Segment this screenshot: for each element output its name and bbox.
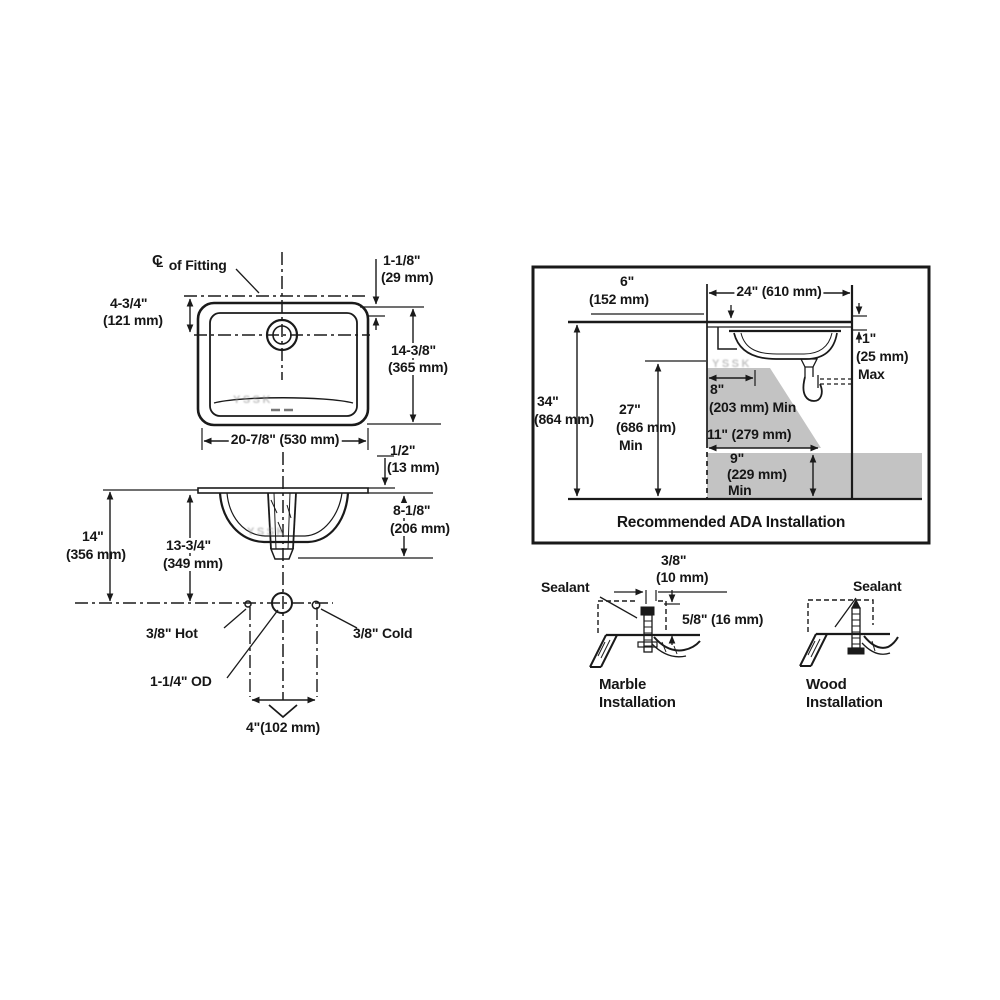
wood-sealant-label: Sealant: [853, 578, 902, 594]
wood-caption-line2: Installation: [806, 694, 883, 711]
dim-drain-depth-mm: (349 mm): [161, 555, 225, 571]
ada-dim-34-mm: (864 mm): [534, 411, 594, 427]
ada-dim-34-in: 34": [537, 393, 559, 409]
ada-dim-1-note: Max: [858, 366, 885, 382]
ada-dim-8-mm: (203 mm) Min: [709, 399, 797, 415]
marble-detail-drawing: [589, 588, 727, 668]
watermark: YSSK: [712, 358, 752, 370]
ada-dim-27-in: 27": [619, 401, 641, 417]
wood-detail-drawing: [799, 597, 899, 667]
dim-bowl-depth-in: 8-1/8": [391, 502, 433, 518]
dim-fitting-offset-mm: (121 mm): [103, 312, 163, 328]
dim-drain-depth-in: 13-3/4": [164, 537, 213, 553]
plan-view-drawing: [184, 252, 441, 450]
watermark: YSSK: [247, 526, 287, 538]
ada-dim-8-in: 8": [710, 381, 725, 397]
dim-width: 20-7/8" (530 mm): [228, 431, 342, 447]
marble-dim-38-in: 3/8": [661, 552, 687, 568]
wood-caption-line1: Wood: [806, 676, 847, 693]
marble-dim-38-mm: (10 mm): [656, 569, 709, 585]
cold-supply-label: 3/8" Cold: [353, 625, 413, 641]
marble-caption-line1: Marble: [599, 676, 647, 693]
dim-depth-mm: (365 mm): [386, 359, 450, 375]
ada-dim-1-mm: (25 mm): [856, 348, 909, 364]
dim-height-in: 14": [82, 528, 104, 544]
ada-dim-9-note: Min: [728, 482, 752, 498]
ada-dim-9-mm: (229 mm): [727, 466, 787, 482]
ada-dim-9-in: 9": [730, 450, 745, 466]
dim-rim-mm: (29 mm): [381, 269, 434, 285]
drain-od-label: 1-1/4" OD: [150, 673, 212, 689]
ada-dim-11: 11" (279 mm): [707, 426, 792, 442]
dim-fitting-offset-in: 4-3/4": [110, 295, 148, 311]
dim-supply-spread: 4"(102 mm): [246, 719, 320, 735]
dim-height-mm: (356 mm): [66, 546, 126, 562]
dim-reveal-in: 1/2": [390, 442, 416, 458]
dim-reveal-mm: (13 mm): [387, 459, 440, 475]
ada-title: Recommended ADA Installation: [616, 514, 846, 531]
dim-rim-in: 1-1/8": [383, 252, 421, 268]
ada-diagram: [531, 265, 931, 545]
marble-sealant-label: Sealant: [541, 579, 590, 595]
marble-caption-line2: Installation: [599, 694, 676, 711]
dim-bowl-depth-mm: (206 mm): [388, 520, 452, 536]
front-view-drawing: [75, 452, 433, 719]
ada-dim-24: 24" (610 mm): [734, 283, 824, 299]
ada-dim-6-in: 6": [620, 273, 635, 289]
ada-dim-6-mm: (152 mm): [589, 291, 649, 307]
hot-supply-label: 3/8" Hot: [146, 625, 198, 641]
ada-dim-27-mm: (686 mm): [616, 419, 676, 435]
watermark: YSSK: [233, 394, 273, 406]
ada-dim-1-in: 1": [862, 330, 877, 346]
ada-dim-27-note: Min: [619, 437, 643, 453]
marble-dim-58: 5/8" (16 mm): [682, 611, 764, 627]
dim-depth-in: 14-3/8": [389, 342, 438, 358]
